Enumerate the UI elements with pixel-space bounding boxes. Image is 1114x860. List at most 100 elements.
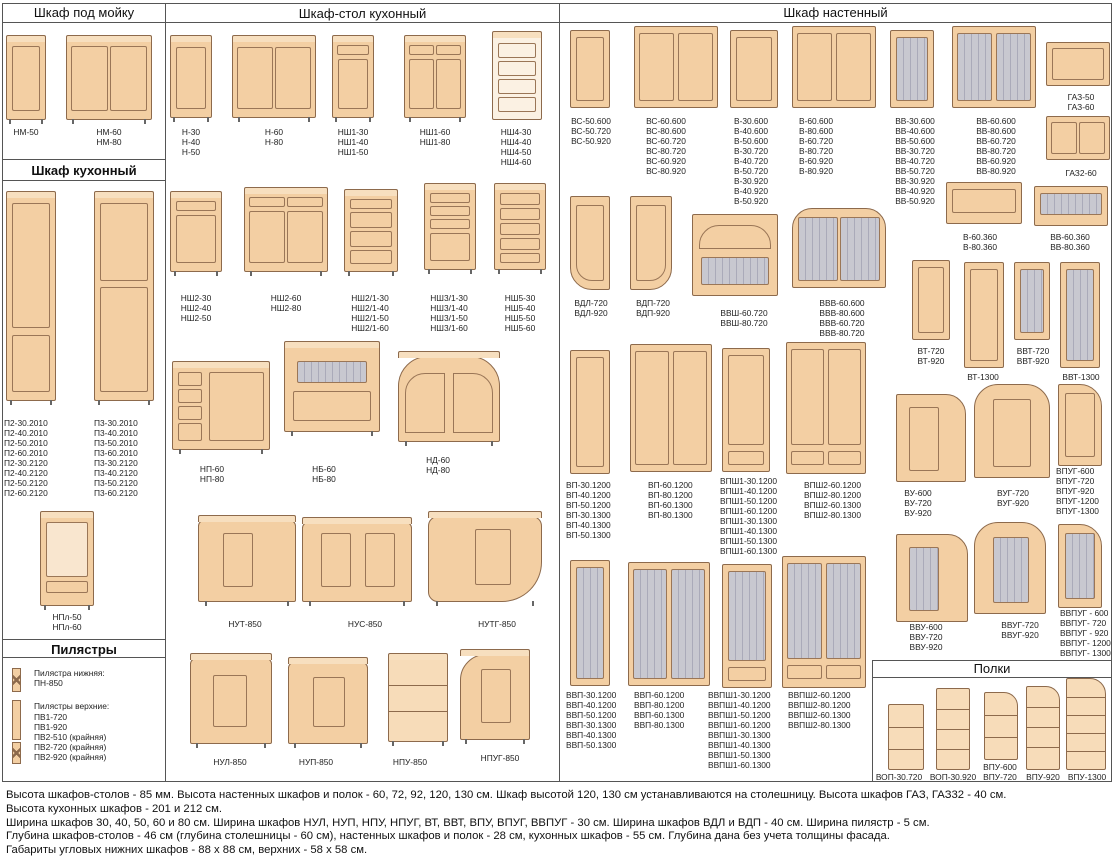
model-code: В-40.920 — [734, 186, 768, 196]
shelf-vpu-920 — [1026, 686, 1060, 770]
model-code: НПл-50 — [52, 612, 82, 622]
model-code: ВВПШ1-40.1300 — [708, 740, 771, 750]
model-code: ВВУ-600 — [909, 622, 943, 632]
model-code: ВВПШ1-40.1200 — [708, 700, 771, 710]
model-code: ВДЛ-920 — [574, 308, 608, 318]
model-code: ВТ-720 — [917, 346, 945, 356]
model-code: Н-60 — [264, 127, 284, 137]
model-code: НШ1-60 — [419, 127, 451, 137]
model-code: ВВПУГ - 920 — [1060, 628, 1109, 638]
cabinet-vv-30 — [890, 30, 934, 108]
model-code: П3-50.2120 — [94, 478, 138, 488]
model-code: В-40.600 — [734, 126, 768, 136]
model-code: П3-30.2120 — [94, 458, 138, 468]
model-code: НШ2/1-60 — [351, 323, 389, 333]
model-code: ВДП-720 — [636, 298, 670, 308]
model-code: В-80.360 — [963, 242, 997, 252]
model-code: ВС-60.920 — [646, 156, 686, 166]
model-code: ВВПШ2-80.1300 — [788, 720, 851, 730]
model-code: ВПШ2-60.1300 — [804, 500, 862, 510]
cabinet-vt-1300 — [964, 262, 1004, 368]
model-code: ВС-80.920 — [646, 166, 686, 176]
model-code: ВП-30.1300 — [566, 510, 611, 520]
model-code: П2-50.2120 — [4, 478, 48, 488]
model-code: ВВ-60.600 — [976, 116, 1016, 126]
cabinet-nsh2-30 — [170, 191, 222, 276]
model-code: ВУГ-720 — [997, 488, 1029, 498]
model-code: Н-50 — [181, 147, 201, 157]
model-code: ВВП-60.1300 — [634, 710, 685, 720]
model-code: НШ3/1-30 — [430, 293, 468, 303]
label-nus: НУС-850 — [330, 619, 400, 629]
pilaster-upper-item: ПВ2-920 (крайняя) — [34, 752, 107, 762]
shelves-title-divider — [872, 677, 1112, 678]
model-code: В-60.600 — [799, 116, 833, 126]
label-nup: НУП-850 — [286, 757, 346, 767]
model-code: НМ-80 — [96, 137, 122, 147]
cabinet-npu — [388, 653, 448, 746]
cabinet-nsh31 — [424, 183, 476, 274]
model-code: ВВ-50.920 — [895, 196, 935, 206]
model-code: ВПУГ-920 — [1056, 486, 1095, 496]
model-code: ВВПУГ- 720 — [1060, 618, 1107, 628]
model-code: В-30.720 — [734, 146, 768, 156]
shelf-vpu-1300 — [1066, 678, 1106, 770]
model-code: ВПУГ-1200 — [1056, 496, 1099, 506]
sink-title-divider — [2, 22, 166, 23]
sink-section-title: Шкаф под мойку — [33, 5, 135, 20]
model-code: ВПШ1-50.1300 — [720, 536, 778, 546]
pilasters-title-divider — [2, 657, 166, 658]
model-code: ВВ-60.920 — [976, 156, 1016, 166]
model-code: ВВ-50.600 — [895, 136, 935, 146]
model-code: В-50.920 — [734, 196, 768, 206]
model-code: П2-30.2120 — [4, 458, 48, 468]
pilaster-upper-item: ПВ2-720 (крайняя) — [34, 742, 107, 752]
pilaster-upper-bar-2 — [12, 742, 21, 764]
model-code: П2-60.2010 — [4, 448, 48, 458]
cabinet-npl — [40, 511, 94, 610]
model-code: ВУ-600 — [904, 488, 932, 498]
model-code: ВВУГ-720 — [1001, 620, 1039, 630]
model-code: НД-80 — [426, 465, 450, 475]
model-code: НШ5-40 — [504, 303, 536, 313]
cabinet-vvt-1300 — [1060, 262, 1100, 368]
model-code: В-50.720 — [734, 166, 768, 176]
model-code: ВП-30.1200 — [566, 480, 611, 490]
model-code: ГАЗ-60 — [1067, 102, 1095, 112]
model-code: ВВП-80.1300 — [634, 720, 685, 730]
model-code: НБ-60 — [312, 464, 336, 474]
label-vt-1300: ВТ-1300 — [958, 372, 1008, 382]
cabinet-vv-60-360 — [1034, 186, 1108, 226]
cabinet-nsh5 — [494, 183, 546, 274]
model-code: ВПУ-720 — [983, 772, 1017, 782]
model-code: НШ2/1-50 — [351, 313, 389, 323]
label-vop-30-720: ВОП-30.720 — [874, 772, 924, 782]
model-code: ВДП-920 — [636, 308, 670, 318]
cabinet-nm-50 — [6, 35, 46, 124]
note-line: Габариты угловых нижних шкафов - 88 х 88… — [6, 844, 368, 857]
model-code: ВВ-40.720 — [895, 156, 935, 166]
model-code: ВВВ-80.720 — [819, 328, 865, 338]
label-nul: НУЛ-850 — [200, 757, 260, 767]
model-code: В-40.720 — [734, 156, 768, 166]
model-code: ВП-80.1300 — [648, 510, 693, 520]
model-code: ВВП-50.1300 — [566, 740, 617, 750]
cabinet-vv-60 — [952, 26, 1036, 108]
shelf-vop-30-720 — [888, 704, 924, 770]
model-code: ВВП-40.1300 — [566, 730, 617, 740]
model-code: В-60.360 — [963, 232, 997, 242]
cabinet-nsh4 — [492, 31, 542, 120]
